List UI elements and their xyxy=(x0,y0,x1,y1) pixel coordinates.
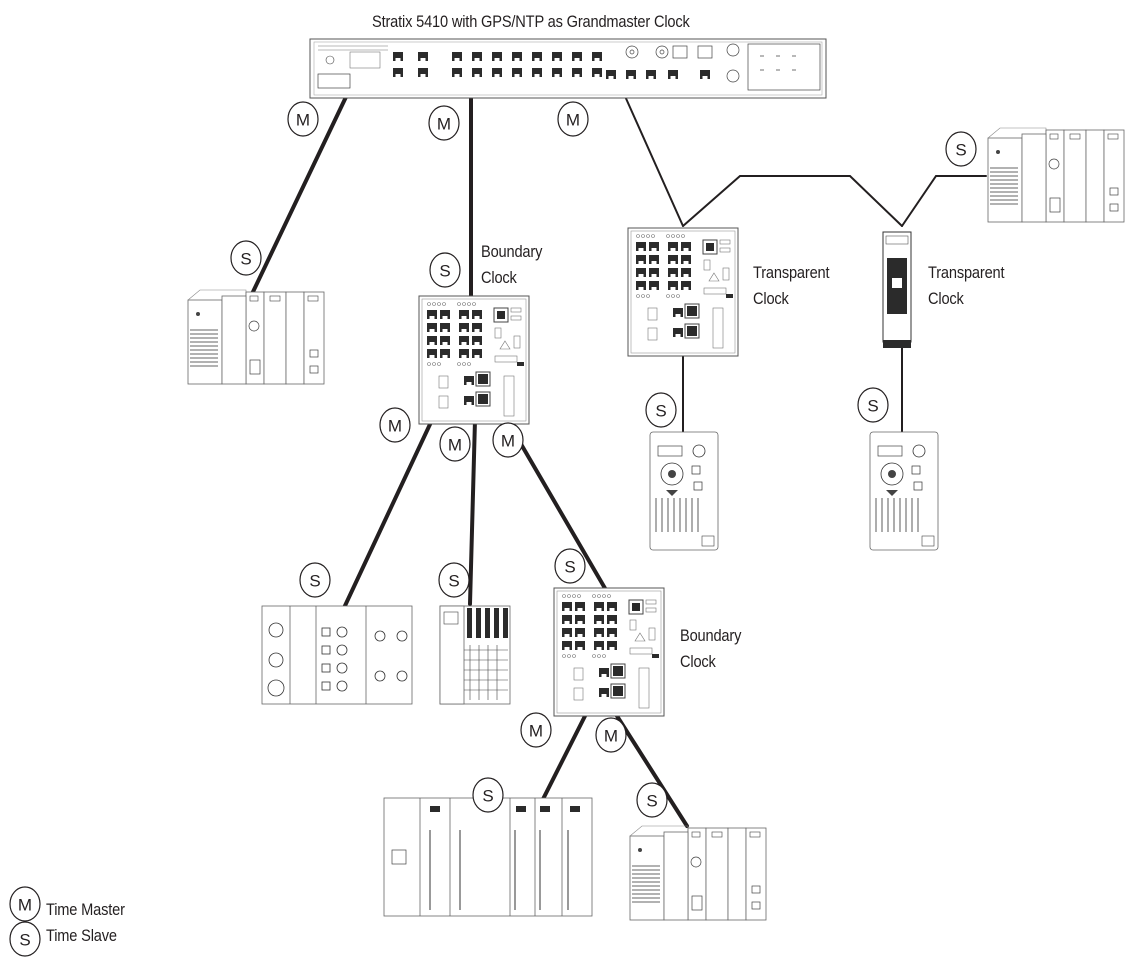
transparent-clock-module xyxy=(883,232,911,348)
point-io-slave xyxy=(440,606,510,704)
bottom-right-controller-slave-badge: S xyxy=(646,792,657,811)
drive-1-slave-badge: S xyxy=(655,402,666,421)
boundary-clock-2-slave-badge: S xyxy=(564,558,575,577)
io-adapter-slave xyxy=(262,606,412,704)
controllogix-rack-slave xyxy=(384,798,592,916)
controller-right-slave-badge: S xyxy=(955,141,966,160)
controller-left-slave-badge: S xyxy=(240,250,251,269)
drive-2-slave-badge: S xyxy=(867,397,878,416)
legend-slave-symbol: S xyxy=(19,931,30,950)
powerflex-drive-1 xyxy=(650,432,718,550)
rack-controller-slave-badge: S xyxy=(482,787,493,806)
grandmaster-port-master-1: M xyxy=(296,111,310,130)
legend-master-symbol: M xyxy=(18,896,32,915)
boundary-clock-1-master-2: M xyxy=(448,436,462,455)
controller-bottom-right-slave xyxy=(630,826,766,920)
grandmaster-port-master-3: M xyxy=(566,111,580,130)
boundary-clock-1-master-3: M xyxy=(501,432,515,451)
boundary-clock-switch-2 xyxy=(554,588,664,716)
boundary-clock-switch-1 xyxy=(419,296,529,424)
boundary-clock-2-master-1: M xyxy=(529,722,543,741)
boundary-clock-2-master-2: M xyxy=(604,727,618,746)
transparent-clock-switch xyxy=(628,228,738,356)
boundary-clock-1-master-1: M xyxy=(388,417,402,436)
point-io-slave-badge: S xyxy=(448,572,459,591)
boundary-clock-1-slave-badge: S xyxy=(439,262,450,281)
powerflex-drive-2 xyxy=(870,432,938,550)
stratix-5410-grandmaster xyxy=(310,39,826,98)
grandmaster-port-master-2: M xyxy=(437,115,451,134)
io-adapter-slave-badge: S xyxy=(309,572,320,591)
controller-left-slave xyxy=(188,290,324,384)
controller-right-slave xyxy=(988,128,1124,222)
